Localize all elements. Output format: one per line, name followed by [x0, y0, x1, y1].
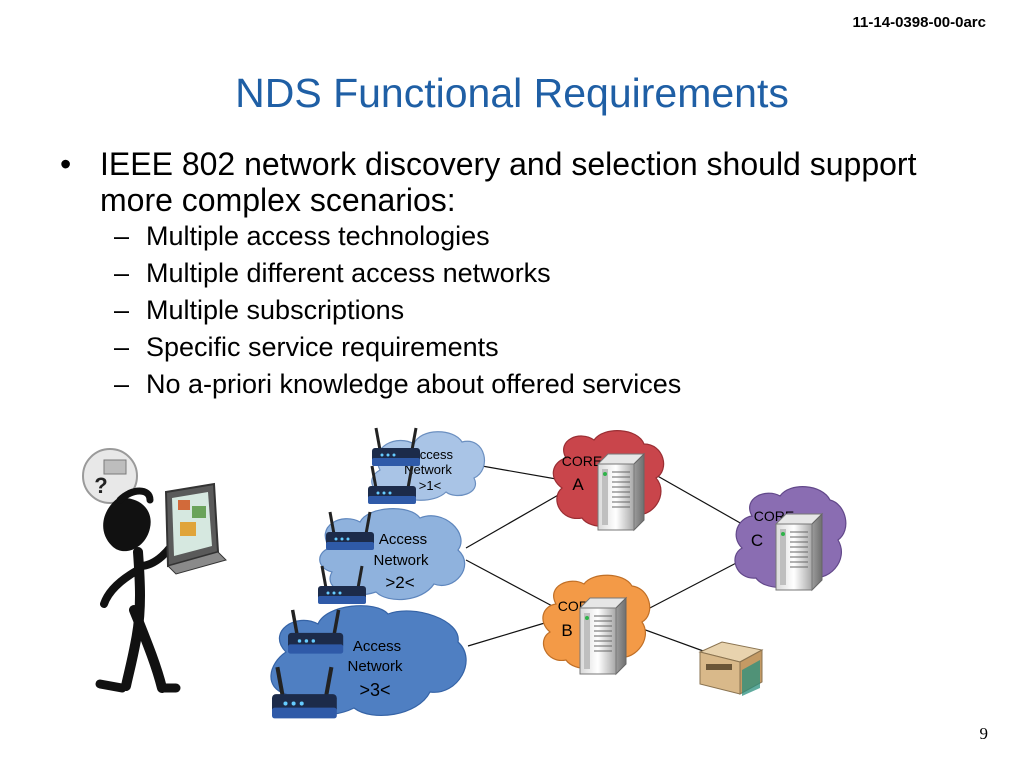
access-network-3-line3: >3< — [359, 680, 390, 700]
access-network-1-line3: >1< — [419, 478, 441, 493]
sub-bullet-marker: – — [114, 369, 130, 399]
sub-bullet-text: Specific service requirements — [146, 332, 499, 362]
sub-bullet-text: Multiple access technologies — [146, 221, 490, 251]
bullet-marker: • — [60, 146, 72, 182]
cloud-shape — [319, 508, 466, 601]
bullet-main-text: IEEE 802 network discovery and selection… — [100, 146, 917, 218]
server-icon — [579, 597, 627, 675]
connection-lines — [465, 465, 743, 653]
access-network-1-line1: Access — [411, 447, 453, 462]
sub-bullet: – Multiple access technologies — [60, 218, 960, 255]
access-network-3-line2: Network — [347, 658, 403, 675]
access-network-2-line1: Access — [379, 531, 427, 548]
server-icon — [597, 453, 645, 531]
sub-bullet-text: Multiple subscriptions — [146, 295, 405, 325]
access-network-2-line3: >2< — [385, 573, 414, 592]
core-a-letter: A — [572, 475, 584, 494]
sub-bullet-marker: – — [114, 332, 130, 362]
server-icon — [775, 513, 823, 591]
access-network-2: Access Network >2< — [319, 508, 466, 601]
bullet-list: • IEEE 802 network discovery and selecti… — [60, 146, 960, 403]
question-mark: ? — [94, 473, 107, 498]
sub-bullet-marker: – — [114, 221, 130, 251]
document-id: 11-14-0398-00-0arc — [852, 14, 986, 31]
sub-bullet: – No a-priori knowledge about offered se… — [60, 366, 960, 403]
access-network-2-line2: Network — [373, 552, 429, 569]
sub-bullet-marker: – — [114, 258, 130, 288]
core-b-letter: B — [561, 621, 572, 640]
page-number: 9 — [979, 724, 989, 743]
core-a-label: CORE — [562, 453, 602, 469]
sub-bullet: – Multiple different access networks — [60, 255, 960, 292]
slide-title: NDS Functional Requirements — [235, 70, 789, 116]
printer-icon — [698, 641, 764, 696]
sub-bullet-text: No a-priori knowledge about offered serv… — [146, 369, 682, 399]
sub-bullet-text: Multiple different access networks — [146, 258, 551, 288]
sub-bullet-marker: – — [114, 295, 130, 325]
sub-bullet: – Multiple subscriptions — [60, 292, 960, 329]
sub-bullet: – Specific service requirements — [60, 329, 960, 366]
core-c-letter: C — [751, 531, 763, 550]
person-with-laptop-icon: ? — [82, 448, 227, 693]
bullet-main: • IEEE 802 network discovery and selecti… — [60, 146, 960, 218]
access-network-3-line1: Access — [353, 638, 401, 655]
